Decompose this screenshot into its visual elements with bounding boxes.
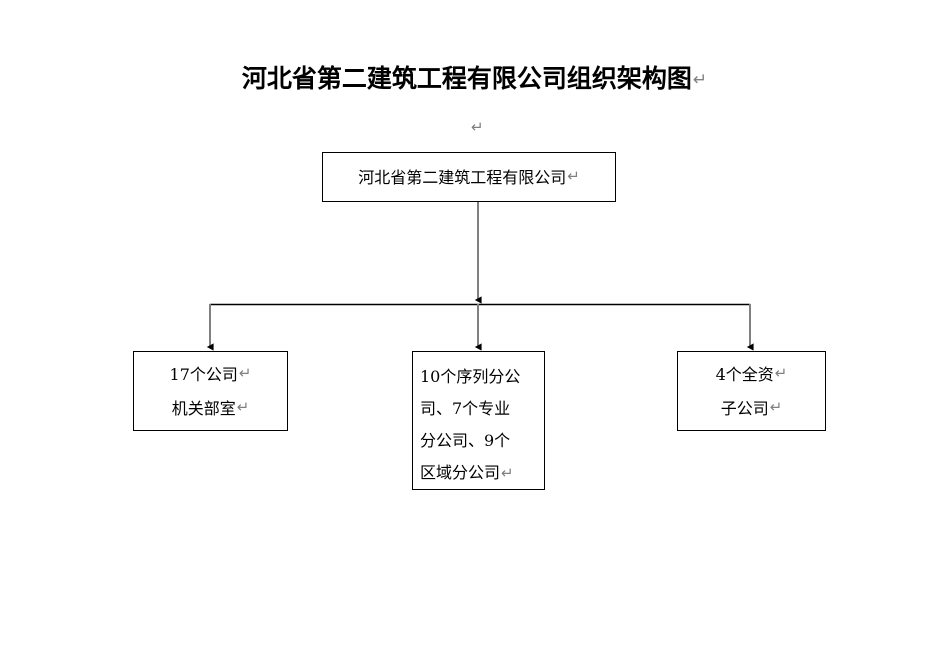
paragraph-mark-icon: ↵ <box>236 398 250 416</box>
node-subsidiaries-line-2: 子公司↵ <box>678 391 825 425</box>
node-departments-line-1: 17个公司↵ <box>134 357 287 391</box>
node-branches-label-line-2: 司、7个专业 <box>420 399 511 418</box>
node-branches-label-line-1: 10个序列分公 <box>420 367 521 386</box>
empty-paragraph-mark-icon: ↵ <box>471 118 484 136</box>
node-subsidiaries-label-line-2: 子公司 <box>720 399 769 418</box>
node-box-root[interactable]: 河北省第二建筑工程有限公司↵ <box>322 152 616 202</box>
node-box-branches[interactable]: 10个序列分公 司、7个专业 分公司、9个 区域分公司↵ <box>412 351 545 490</box>
paragraph-mark-icon: ↵ <box>769 398 783 416</box>
node-root-label: 河北省第二建筑工程有限公司 <box>358 168 567 187</box>
node-box-subsidiaries[interactable]: 4个全资↵ 子公司↵ <box>677 351 826 431</box>
paragraph-mark-icon: ↵ <box>567 167 580 185</box>
node-subsidiaries-label-line-1: 4个全资 <box>715 365 774 384</box>
node-departments-label-line-1: 17个公司 <box>169 365 238 384</box>
node-departments-label-line-2: 机关部室 <box>171 399 236 418</box>
node-box-departments[interactable]: 17个公司↵ 机关部室↵ <box>133 351 288 431</box>
node-branches-line-1: 10个序列分公 <box>413 361 544 393</box>
node-branches-label-line-3: 分公司、9个 <box>420 431 511 450</box>
node-branches-line-4: 区域分公司↵ <box>413 457 544 489</box>
paragraph-mark-icon: ↵ <box>238 364 252 382</box>
paragraph-mark-icon: ↵ <box>774 364 788 382</box>
paragraph-mark-icon: ↵ <box>501 464 514 482</box>
node-departments-line-2: 机关部室↵ <box>134 391 287 425</box>
node-branches-line-2: 司、7个专业 <box>413 393 544 425</box>
paragraph-mark-icon: ↵ <box>692 70 708 90</box>
node-root-line-1: 河北省第二建筑工程有限公司↵ <box>323 165 615 189</box>
chart-title-text: 河北省第二建筑工程有限公司组织架构图 <box>241 64 692 93</box>
chart-title: 河北省第二建筑工程有限公司组织架构图↵ <box>0 62 949 97</box>
node-branches-label-line-4: 区域分公司 <box>420 463 501 482</box>
node-branches-line-3: 分公司、9个 <box>413 425 544 457</box>
node-subsidiaries-line-1: 4个全资↵ <box>678 357 825 391</box>
